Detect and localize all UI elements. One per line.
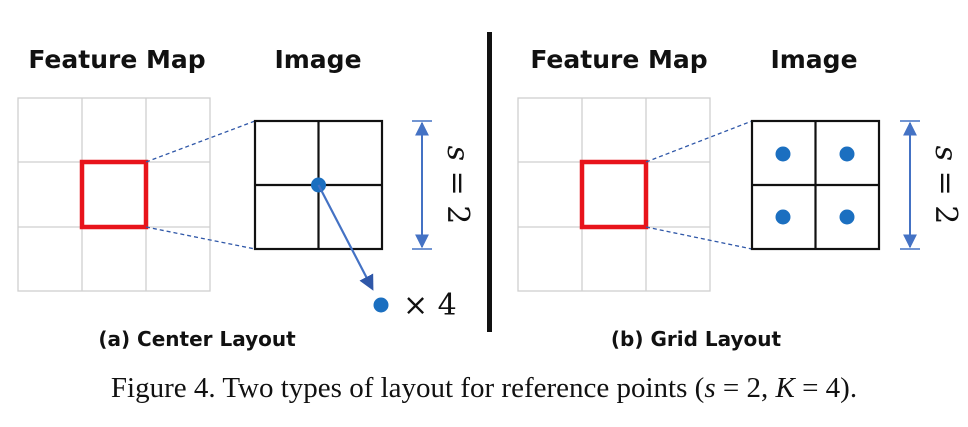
scale-label: s = 2 — [928, 146, 963, 225]
zoom-connector-bottom — [145, 226, 256, 250]
reference-point-legend — [373, 297, 389, 313]
panel-b-caption: (b) Grid Layout — [611, 327, 782, 351]
scale-label: s = 2 — [440, 146, 475, 225]
offset-arrow — [317, 184, 374, 291]
image-grid — [750, 119, 881, 251]
feature-map-grid — [517, 97, 711, 292]
panel-a-caption: (a) Center Layout — [98, 327, 296, 351]
figure-caption: Figure 4. Two types of layout for refere… — [110, 372, 858, 404]
reference-point-grid — [839, 209, 855, 225]
highlighted-cell — [79, 159, 149, 230]
zoom-connector-top — [645, 120, 753, 163]
reference-point-grid — [839, 146, 855, 162]
panel-a: Feature Map Image × 4 s = 2 (a) — [17, 45, 475, 351]
panel-divider — [487, 32, 492, 332]
image-title: Image — [274, 45, 361, 74]
zoom-connector-top — [145, 120, 256, 163]
reference-point-grid — [775, 209, 791, 225]
zoom-connector-bottom — [645, 226, 753, 250]
feature-map-grid — [17, 97, 211, 292]
reference-point-grid — [775, 146, 791, 162]
feature-map-title: Feature Map — [530, 45, 707, 74]
panel-b: Feature Map Image s = 2 (b) Grid Layout — [517, 45, 963, 351]
image-title: Image — [770, 45, 857, 74]
highlighted-cell — [579, 159, 649, 230]
times-four-label: × 4 — [403, 288, 457, 323]
feature-map-title: Feature Map — [28, 45, 205, 74]
